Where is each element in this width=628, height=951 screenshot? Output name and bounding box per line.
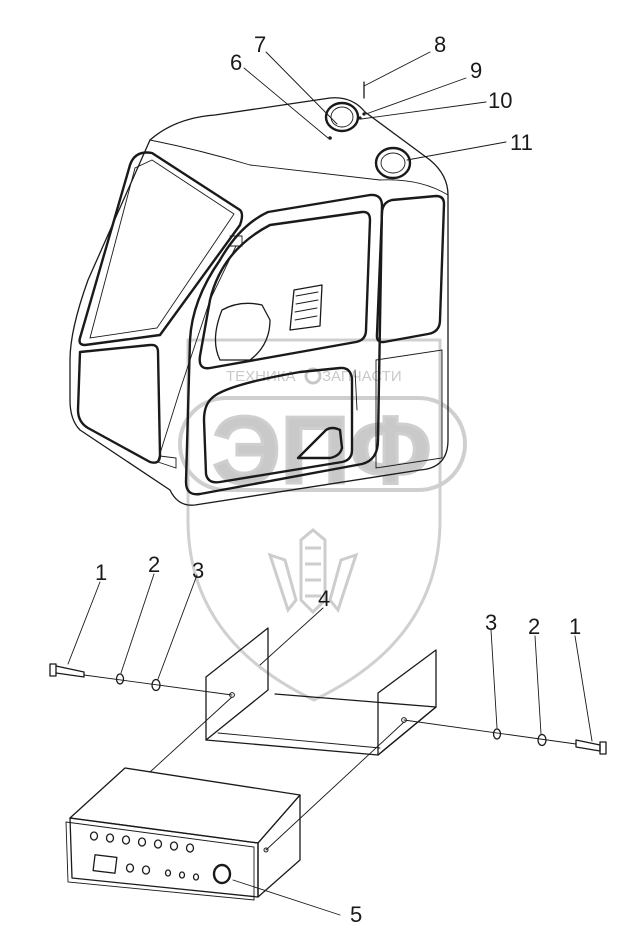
callout-7: 7	[254, 32, 266, 57]
radio-faceplate	[65, 821, 255, 901]
watermark-letters: ЭПФ	[212, 397, 431, 504]
watermark-letters-frame	[178, 396, 467, 492]
cab-radio-module-grille	[294, 291, 319, 321]
callout-3-left: 3	[192, 558, 204, 583]
lock-washer-left	[115, 673, 125, 685]
bolt-shank-left	[55, 665, 85, 678]
radio-volume-knob	[212, 863, 232, 885]
cab-door-lower-window	[202, 366, 354, 484]
radio-side-face	[257, 794, 301, 898]
bolt-head-left	[49, 663, 57, 677]
lock-washer-right	[492, 728, 502, 740]
cab-door-frame	[184, 193, 384, 496]
leader-5	[232, 879, 341, 916]
operator-cab	[69, 81, 449, 506]
radio-display	[92, 854, 118, 874]
callout-9: 9	[470, 58, 482, 83]
callout-2-left: 2	[148, 552, 160, 577]
cab-left-window-inner	[89, 159, 235, 339]
watermark-top-text-right: ЗАПЧАСТИ	[322, 368, 402, 385]
fasteners-right	[403, 719, 607, 755]
cab-shell	[69, 97, 449, 506]
watermark-shield-outline	[186, 338, 442, 702]
watermark: ТЕХНИКА ЗАПЧАСТИ ЭПФ	[178, 338, 467, 702]
cab-radio-module	[289, 284, 323, 331]
leader-6	[243, 67, 329, 139]
fasteners-left	[49, 663, 233, 696]
bracket-right-wall	[377, 649, 437, 756]
leader-lines	[67, 51, 593, 916]
callout-5: 5	[350, 902, 362, 927]
callout-1-left: 1	[95, 560, 107, 585]
callout-11: 11	[510, 130, 533, 155]
cab-seat-console	[214, 302, 271, 361]
screw-6	[328, 136, 332, 140]
leader-1-right	[574, 635, 593, 742]
leader-3-right	[490, 629, 498, 729]
roof-speaker-left	[324, 101, 360, 133]
cab-door-upper-window	[198, 210, 372, 370]
leader-2-right	[534, 635, 542, 735]
cab-door-vent	[296, 426, 344, 460]
bracket-left-wall	[205, 627, 269, 741]
leader-2-left	[120, 573, 155, 674]
leader-8	[363, 51, 431, 87]
cab-left-window	[78, 151, 244, 347]
cab-left-pillar	[157, 245, 237, 461]
cab-lower-right-panel	[375, 349, 443, 469]
radio-bracket	[205, 627, 437, 756]
assembly-line-right	[265, 721, 405, 851]
leader-4	[259, 607, 324, 666]
callout-8: 8	[434, 32, 446, 57]
leader-11	[406, 141, 507, 161]
leader-3-left	[157, 574, 198, 680]
axis-line-right	[403, 719, 577, 745]
watermark-top-text: ТЕХНИКА	[226, 368, 296, 385]
leader-10	[360, 101, 487, 120]
radio-buttons	[89, 831, 200, 881]
assembly-line-left	[149, 696, 233, 773]
cab-lower-left-panel	[76, 343, 162, 464]
callout-3-right: 3	[485, 610, 497, 635]
radio-mount-hole	[263, 847, 269, 853]
callout-numbers: 6 7 8 9 10 11 1 2 3 4 3 2 1 5	[95, 32, 581, 927]
leader-9	[365, 77, 467, 115]
watermark-gear-icon	[304, 367, 322, 385]
callout-4: 4	[318, 586, 330, 611]
bolt-shank-right	[575, 739, 601, 752]
leader-1-left	[67, 581, 101, 665]
callout-1-right: 1	[569, 614, 581, 639]
axis-line-left	[83, 674, 233, 696]
bolt-head-right	[599, 741, 607, 755]
radio-top-face	[69, 767, 301, 844]
radio-unit	[65, 696, 405, 901]
leader-7	[265, 51, 338, 125]
callout-6: 6	[230, 50, 242, 75]
callout-2-right: 2	[528, 614, 540, 639]
nut-9	[362, 112, 366, 116]
roof-speaker-right	[374, 146, 412, 180]
callout-10: 10	[488, 88, 512, 113]
cab-right-window	[375, 194, 446, 344]
radio-front-face	[69, 817, 259, 898]
cab-roof-edge	[149, 139, 449, 196]
cab-lower-handle	[157, 455, 177, 469]
cab-door-handle	[354, 369, 358, 411]
watermark-wheat-icon	[267, 528, 359, 615]
